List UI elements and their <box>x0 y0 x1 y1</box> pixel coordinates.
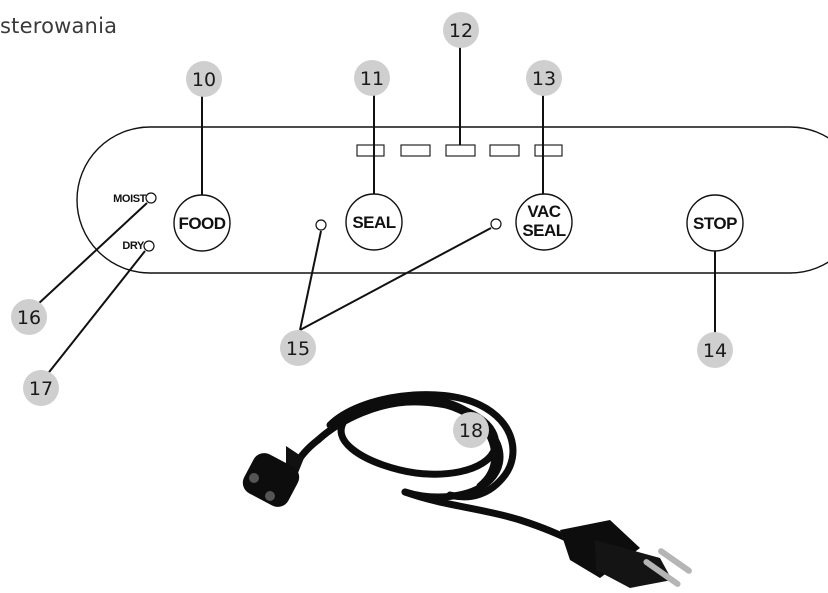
moist-indicator-light <box>146 193 156 203</box>
dry-label: DRY <box>122 240 145 252</box>
dry-indicator: DRY <box>122 240 154 252</box>
progress-led-4 <box>490 145 519 156</box>
callout-13: 13 <box>526 60 562 96</box>
progress-led-5 <box>535 145 562 156</box>
dry-indicator-light <box>144 241 154 251</box>
leader-16 <box>37 203 147 305</box>
leader-17 <box>46 251 145 376</box>
seal-button[interactable]: SEAL <box>346 194 402 250</box>
progress-leds <box>357 145 562 156</box>
callout-14-number: 14 <box>703 340 727 362</box>
callout-14: 14 <box>697 332 733 368</box>
callout-18: 18 <box>453 412 489 448</box>
vac-seal-button[interactable]: VAC SEAL <box>516 194 572 250</box>
moist-indicator: MOIST <box>113 193 156 205</box>
moist-label: MOIST <box>113 193 147 205</box>
callout-16: 16 <box>11 299 47 335</box>
vac-seal-indicator-light <box>491 219 501 229</box>
callout-15: 15 <box>280 330 316 366</box>
leader-15b <box>300 228 491 330</box>
stop-button-label: STOP <box>693 214 737 233</box>
food-button-label: FOOD <box>178 214 225 233</box>
seal-button-label: SEAL <box>352 213 395 232</box>
callout-18-number: 18 <box>459 420 483 442</box>
seal-indicator-light <box>316 220 326 230</box>
callout-17: 17 <box>23 370 59 406</box>
callout-13-number: 13 <box>532 68 556 90</box>
callout-10: 10 <box>186 61 222 97</box>
callout-11: 11 <box>354 60 390 96</box>
progress-led-1 <box>357 145 384 156</box>
callout-10-number: 10 <box>192 69 216 91</box>
callout-12-number: 12 <box>449 20 473 42</box>
callout-17-number: 17 <box>29 378 53 400</box>
leader-15a <box>300 231 321 330</box>
callout-12: 12 <box>443 12 479 48</box>
stop-button[interactable]: STOP <box>687 195 743 251</box>
callout-16-number: 16 <box>17 307 41 329</box>
progress-led-2 <box>401 145 430 156</box>
callout-15-number: 15 <box>286 338 310 360</box>
progress-led-3 <box>446 145 475 156</box>
food-button[interactable]: FOOD <box>174 195 230 251</box>
vac-seal-button-label-line2: SEAL <box>522 221 565 240</box>
callout-11-number: 11 <box>360 68 384 90</box>
vac-seal-button-label-line1: VAC <box>527 202 560 221</box>
